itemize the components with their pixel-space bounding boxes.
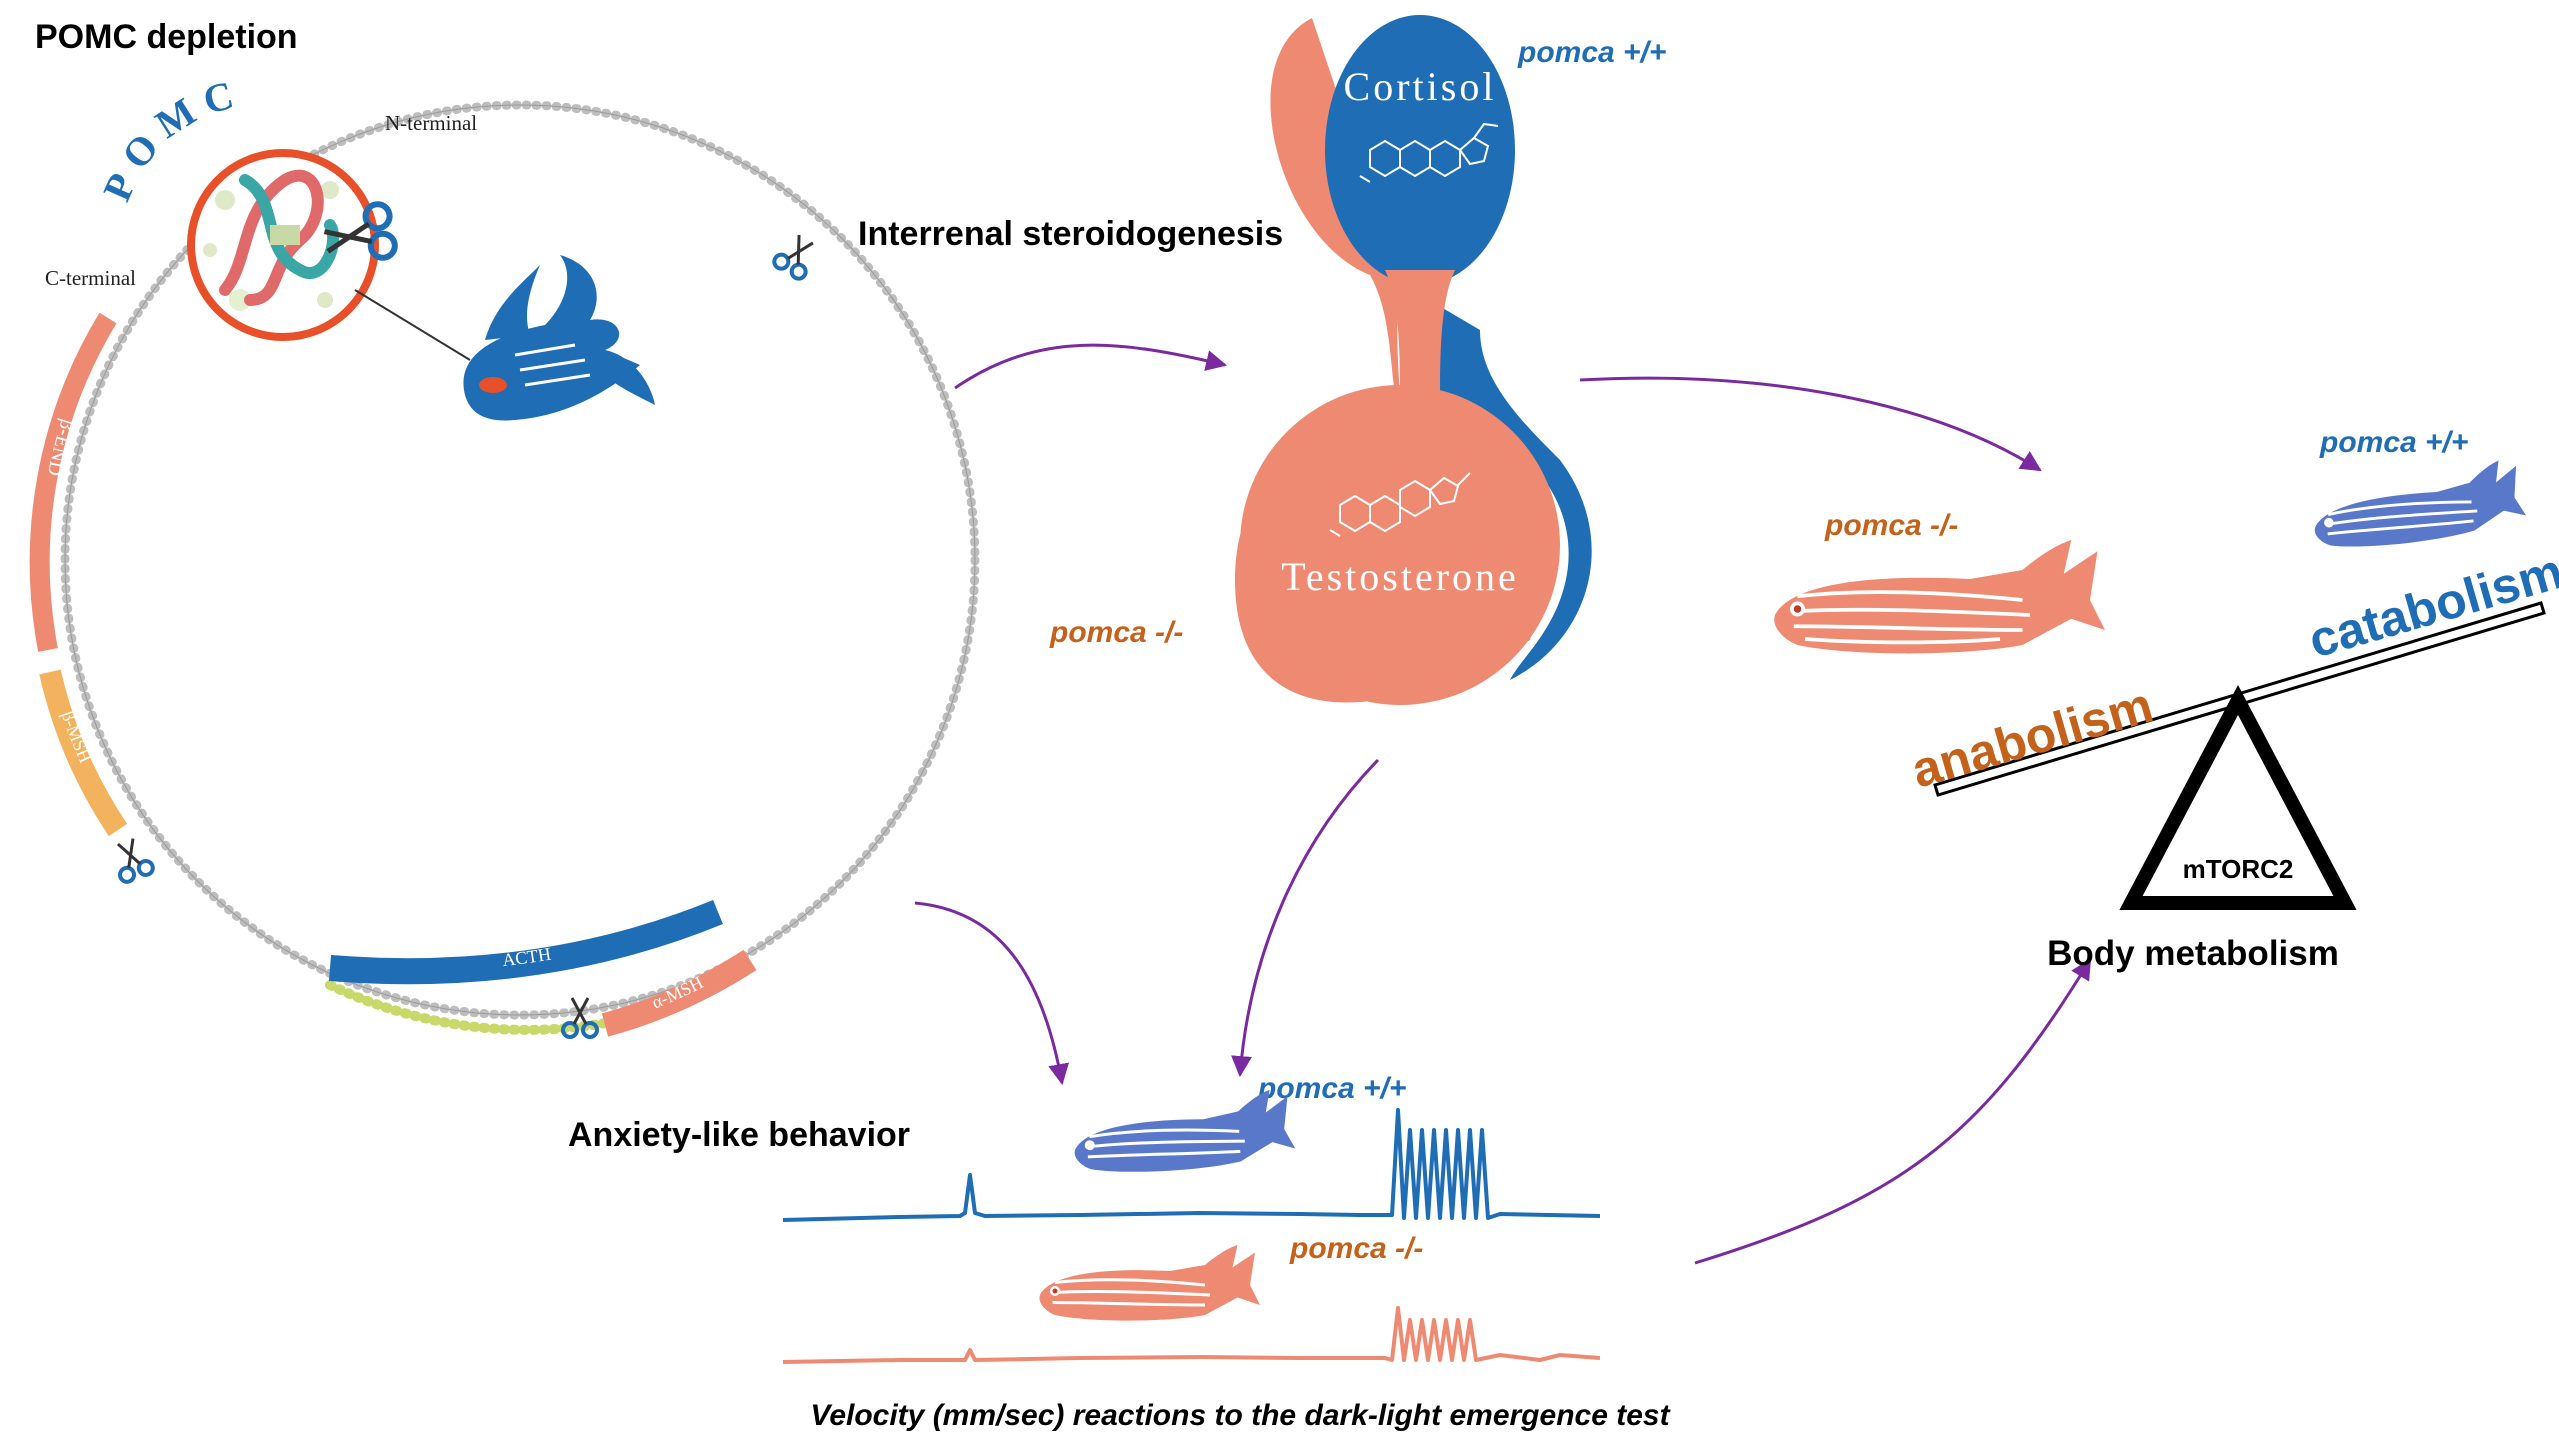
scissors-icon bbox=[323, 201, 398, 261]
velocity-caption: Velocity (mm/sec) reactions to the dark-… bbox=[810, 1399, 1671, 1432]
steroid-wt-label: pomca +/+ bbox=[1517, 36, 1666, 69]
c-terminal-label: C-terminal bbox=[45, 266, 136, 290]
behavior-title: Anxiety-like behavior bbox=[568, 1116, 910, 1154]
n-terminal-label: N-terminal bbox=[385, 111, 477, 135]
testosterone-label: Testosterone bbox=[1281, 554, 1519, 599]
steroidogenesis-title: Interrenal steroidogenesis bbox=[858, 215, 1283, 253]
metabolism-wt-label: pomca +/+ bbox=[2319, 426, 2468, 459]
zebrafish-icon bbox=[2309, 458, 2528, 553]
arrow-icon bbox=[914, 901, 1070, 1086]
metabolism-ko-label: pomca -/- bbox=[1824, 509, 1958, 542]
behavior-wt-label: pomca +/+ bbox=[1257, 1072, 1406, 1105]
beta-end-segment: β-END bbox=[29, 312, 117, 652]
scissors-icon bbox=[561, 997, 599, 1039]
zebrafish-icon bbox=[1071, 1088, 1297, 1176]
hourglass-shape bbox=[1235, 15, 1592, 705]
anabolism-label: anabolism bbox=[1906, 677, 2159, 799]
cortisol-label: Cortisol bbox=[1344, 64, 1497, 109]
figure-title: POMC depletion bbox=[35, 18, 298, 56]
arrow-icon bbox=[1579, 376, 2042, 472]
pointer-line bbox=[354, 289, 471, 361]
arrow-icon bbox=[1231, 758, 1380, 1078]
alpha-msh-segment: α-MSH bbox=[601, 949, 757, 1037]
arrow-icon bbox=[1694, 958, 2092, 1265]
behavior-ko-label: pomca -/- bbox=[1289, 1232, 1423, 1265]
scissors-icon bbox=[116, 838, 155, 884]
mtorc2-fulcrum bbox=[2119, 684, 2357, 910]
scissors-icon bbox=[772, 234, 814, 281]
zebrafish-icon bbox=[1039, 1245, 1260, 1321]
arrow-icon bbox=[954, 343, 1228, 390]
steroid-ko-label: pomca -/- bbox=[1049, 616, 1183, 649]
metabolism-title: Body metabolism bbox=[2047, 934, 2339, 973]
ko-velocity-trace bbox=[782, 1306, 1601, 1364]
testosterone-structure bbox=[1329, 472, 1471, 537]
cortisol-structure bbox=[1359, 122, 1499, 183]
mtorc2-label: mTORC2 bbox=[2183, 854, 2294, 884]
fish-icon bbox=[463, 255, 655, 421]
acth-segment: ACTH bbox=[328, 899, 723, 985]
catabolism-label: catabolism bbox=[2303, 543, 2559, 669]
wt-velocity-trace bbox=[782, 1108, 1601, 1222]
zebrafish-icon bbox=[1774, 540, 2105, 654]
